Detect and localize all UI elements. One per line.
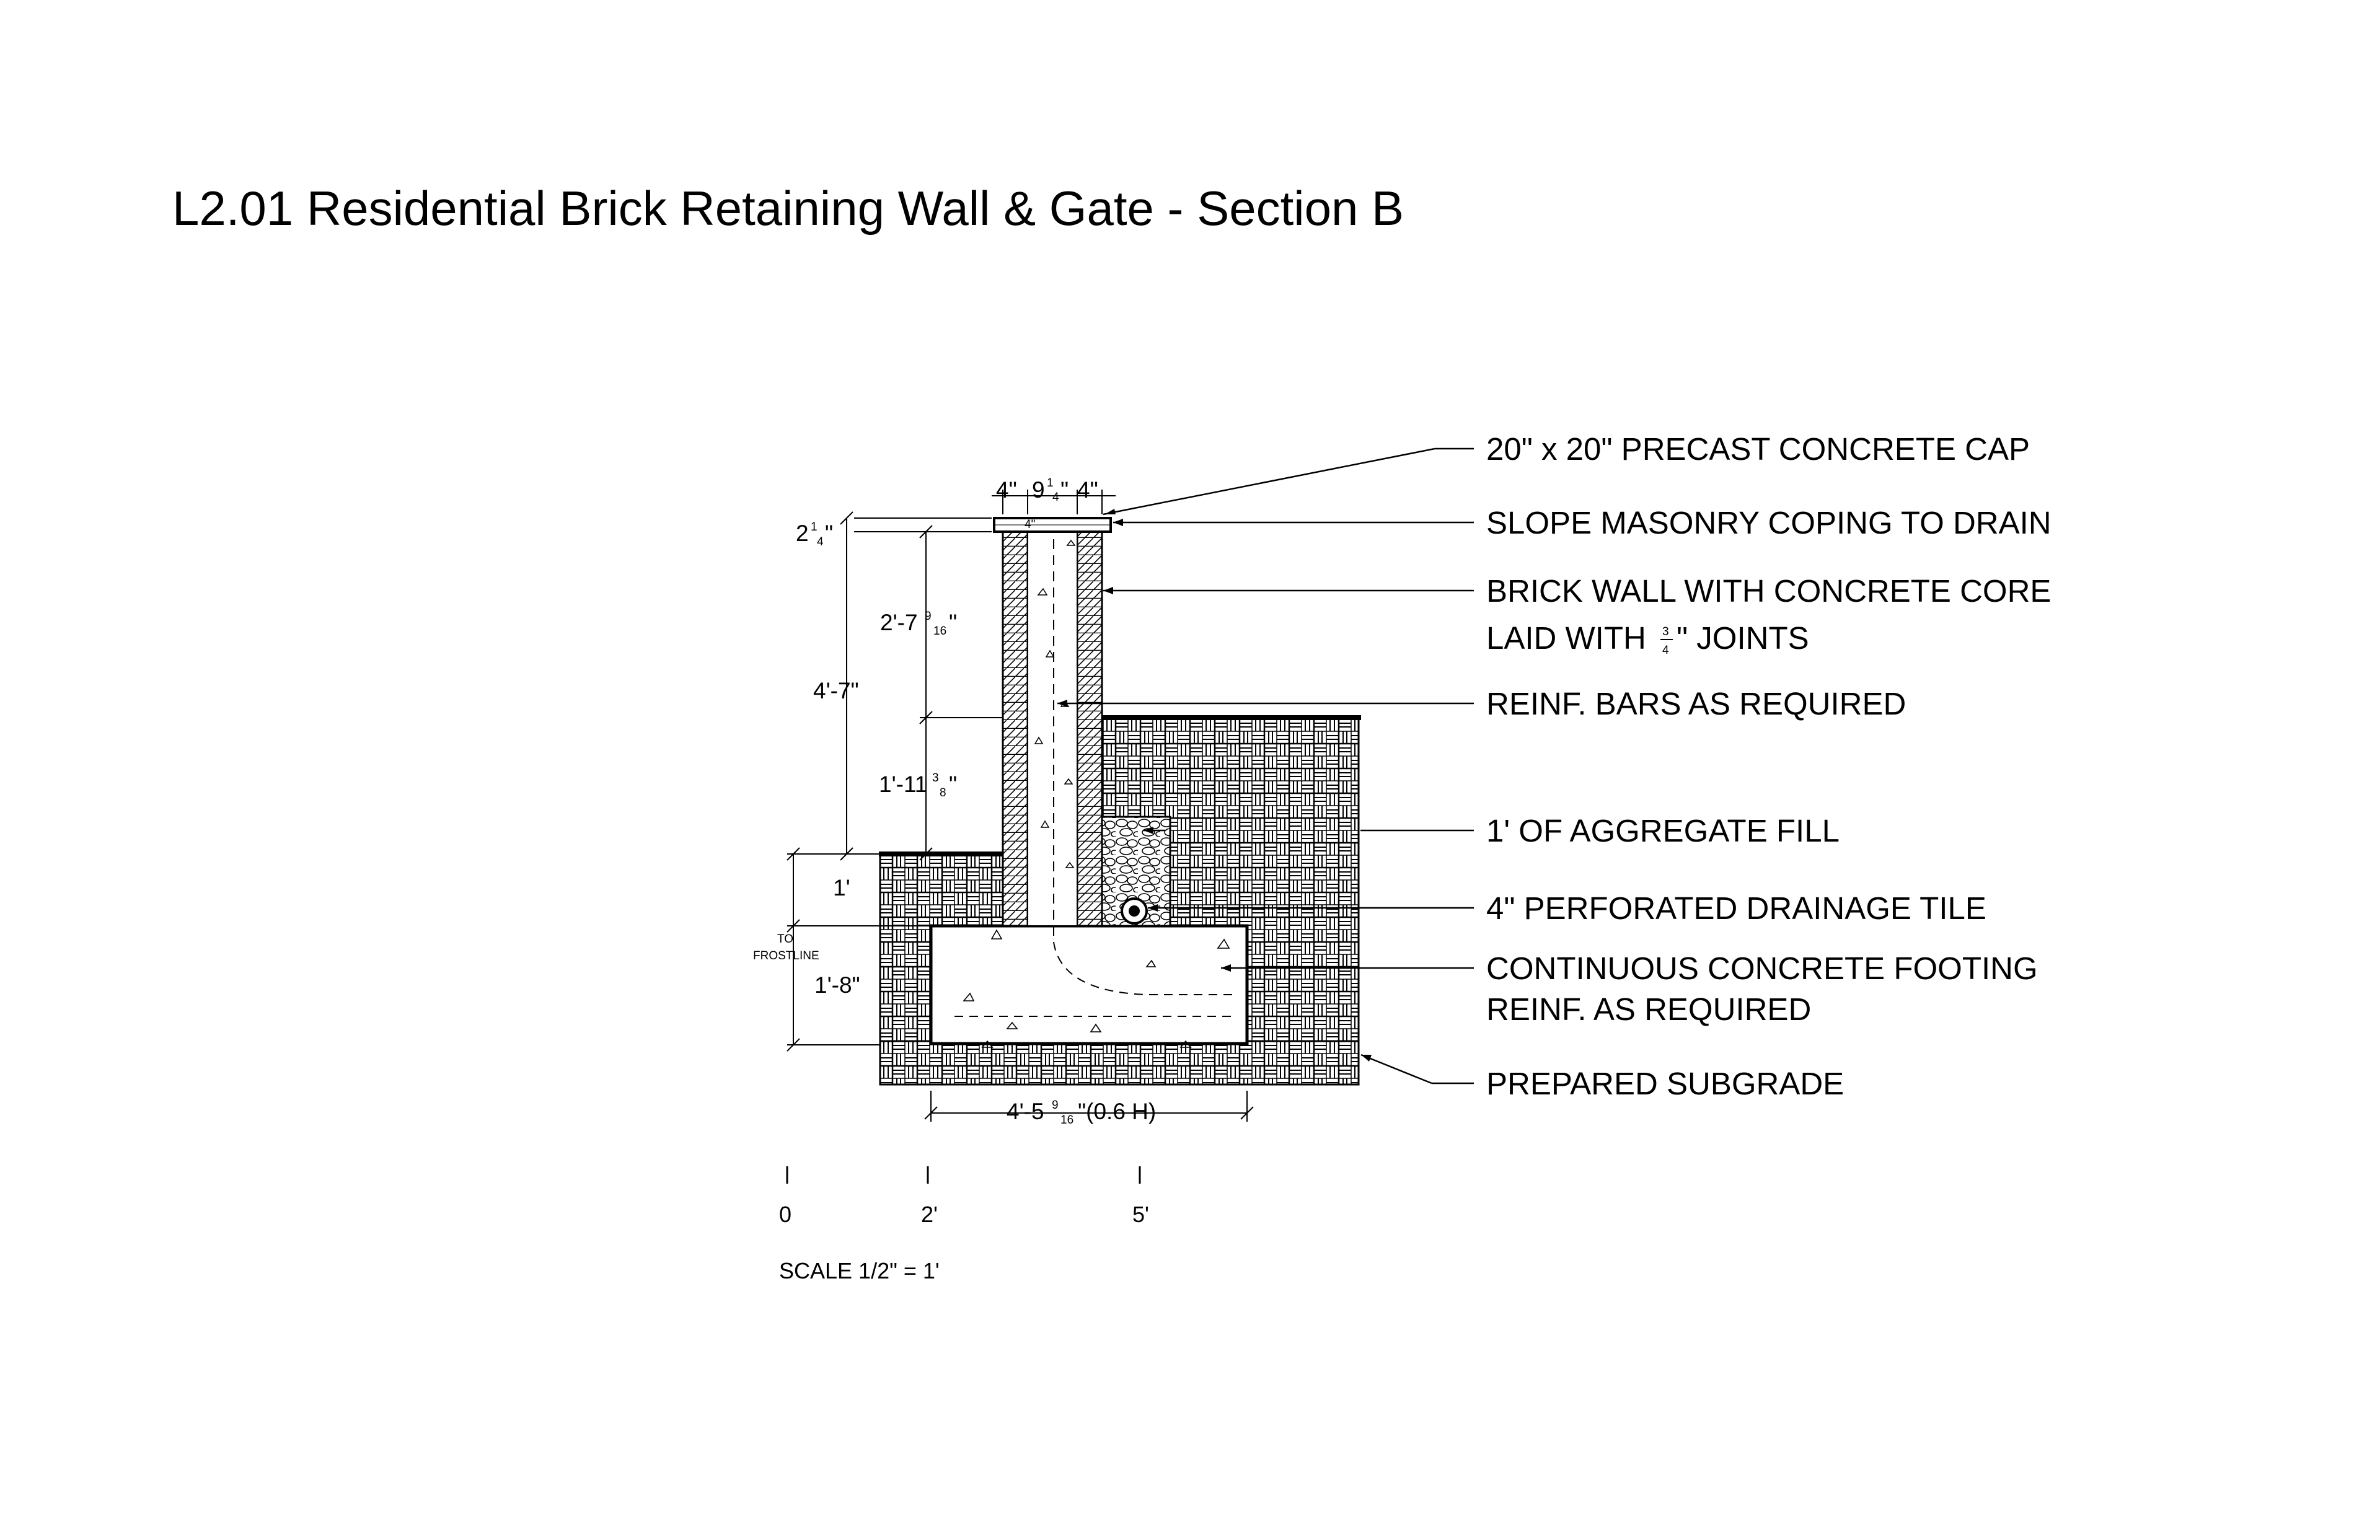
- callout-cap: 20" x 20" PRECAST CONCRETE CAP: [1486, 431, 2030, 467]
- callout-coping: SLOPE MASONRY COPING TO DRAIN: [1486, 505, 2052, 540]
- footing: [929, 924, 1249, 1048]
- callout-footing-reinf: REINF. AS REQUIRED: [1486, 992, 1811, 1027]
- dim-top-mid-den: 4: [1052, 491, 1059, 504]
- scale-tick-2: 2': [921, 1202, 938, 1227]
- dim-cap-unit: ": [825, 521, 833, 546]
- scale-tick-0: 0: [779, 1202, 791, 1227]
- leader-arrows: [1057, 509, 1372, 1062]
- dim-total-height: 4'-7": [813, 678, 859, 703]
- dim-top-right: 4": [1077, 477, 1098, 503]
- callout-brick-wall: BRICK WALL WITH CONCRETE CORE: [1486, 573, 2051, 609]
- dim-top-mid: 9: [1032, 477, 1045, 503]
- dim-upper-wall: 2'-7: [880, 610, 918, 635]
- dimension-lines: [787, 490, 1254, 1122]
- dim-footing-width-unit: "(0.6 H): [1078, 1099, 1156, 1124]
- footing-rebar-hook: [1053, 941, 1233, 995]
- dim-footing-width-num: 9: [1052, 1099, 1059, 1112]
- scale-label: SCALE 1/2" = 1': [779, 1258, 940, 1283]
- dim-footing-depth: 1'-8": [814, 972, 860, 998]
- dim-footing-width: 4'-5: [1007, 1099, 1044, 1124]
- frostline-label-1: TO: [777, 933, 793, 946]
- dim-cap-den: 4: [817, 535, 824, 548]
- page-title: L2.01 Residential Brick Retaining Wall &…: [172, 181, 1404, 235]
- dim-grade-depth: 1': [833, 875, 850, 900]
- callout-aggregate: 1' OF AGGREGATE FILL: [1486, 813, 1840, 848]
- dim-lower-wall-unit: ": [949, 772, 957, 797]
- subgrade-under-footing: [879, 1040, 1360, 1086]
- callout-joints-b: " JOINTS: [1677, 620, 1809, 656]
- concrete-core: [1027, 531, 1078, 926]
- dim-top-mid-unit: ": [1060, 477, 1069, 503]
- callout-drain-tile: 4" PERFORATED DRAINAGE TILE: [1486, 891, 1986, 926]
- brick-wythe-left: [1002, 530, 1029, 927]
- dim-top-left: 4": [996, 477, 1017, 503]
- dimension-texts: 4" 9 1 4 " 4" 2 1 4 " 2'-7 9 16 " 4'-7" …: [753, 477, 1156, 1127]
- dim-lower-wall: 1'-11: [879, 772, 927, 797]
- brick-wythe-right: [1076, 530, 1103, 927]
- callout-joints-num: 3: [1662, 625, 1669, 638]
- concrete-footing: [929, 924, 1249, 1045]
- scale-bar: 0 2' 5' SCALE 1/2" = 1': [779, 1166, 1149, 1283]
- dim-lower-wall-num: 3: [932, 772, 939, 785]
- callout-reinf-bars: REINF. BARS AS REQUIRED: [1486, 686, 1906, 721]
- callouts: 20" x 20" PRECAST CONCRETE CAP SLOPE MAS…: [1486, 431, 2052, 1101]
- cap-inner-dim: 4": [1025, 518, 1035, 531]
- aggregate-fill: [1101, 816, 1171, 927]
- dim-cap-num: 1: [811, 521, 818, 534]
- callout-footing: CONTINUOUS CONCRETE FOOTING: [1486, 951, 2038, 986]
- dim-top-mid-num: 1: [1047, 477, 1054, 490]
- dim-cap: 2: [796, 521, 809, 546]
- concrete-aggregate-marks: [963, 929, 1230, 1048]
- frostline-label-2: FROSTLINE: [753, 949, 819, 962]
- callout-subgrade: PREPARED SUBGRADE: [1486, 1066, 1844, 1101]
- precast-cap: 4": [993, 517, 1112, 533]
- callout-joints-a: LAID WITH: [1486, 620, 1646, 656]
- callout-joints-den: 4: [1662, 644, 1669, 657]
- scale-tick-5: 5': [1132, 1202, 1149, 1227]
- dim-footing-width-den: 16: [1060, 1114, 1073, 1127]
- dim-upper-wall-num: 9: [925, 610, 932, 623]
- brick-wall: [1002, 530, 1103, 942]
- dim-upper-wall-unit: ": [949, 610, 957, 635]
- dim-lower-wall-den: 8: [940, 786, 946, 799]
- dim-upper-wall-den: 16: [933, 625, 946, 638]
